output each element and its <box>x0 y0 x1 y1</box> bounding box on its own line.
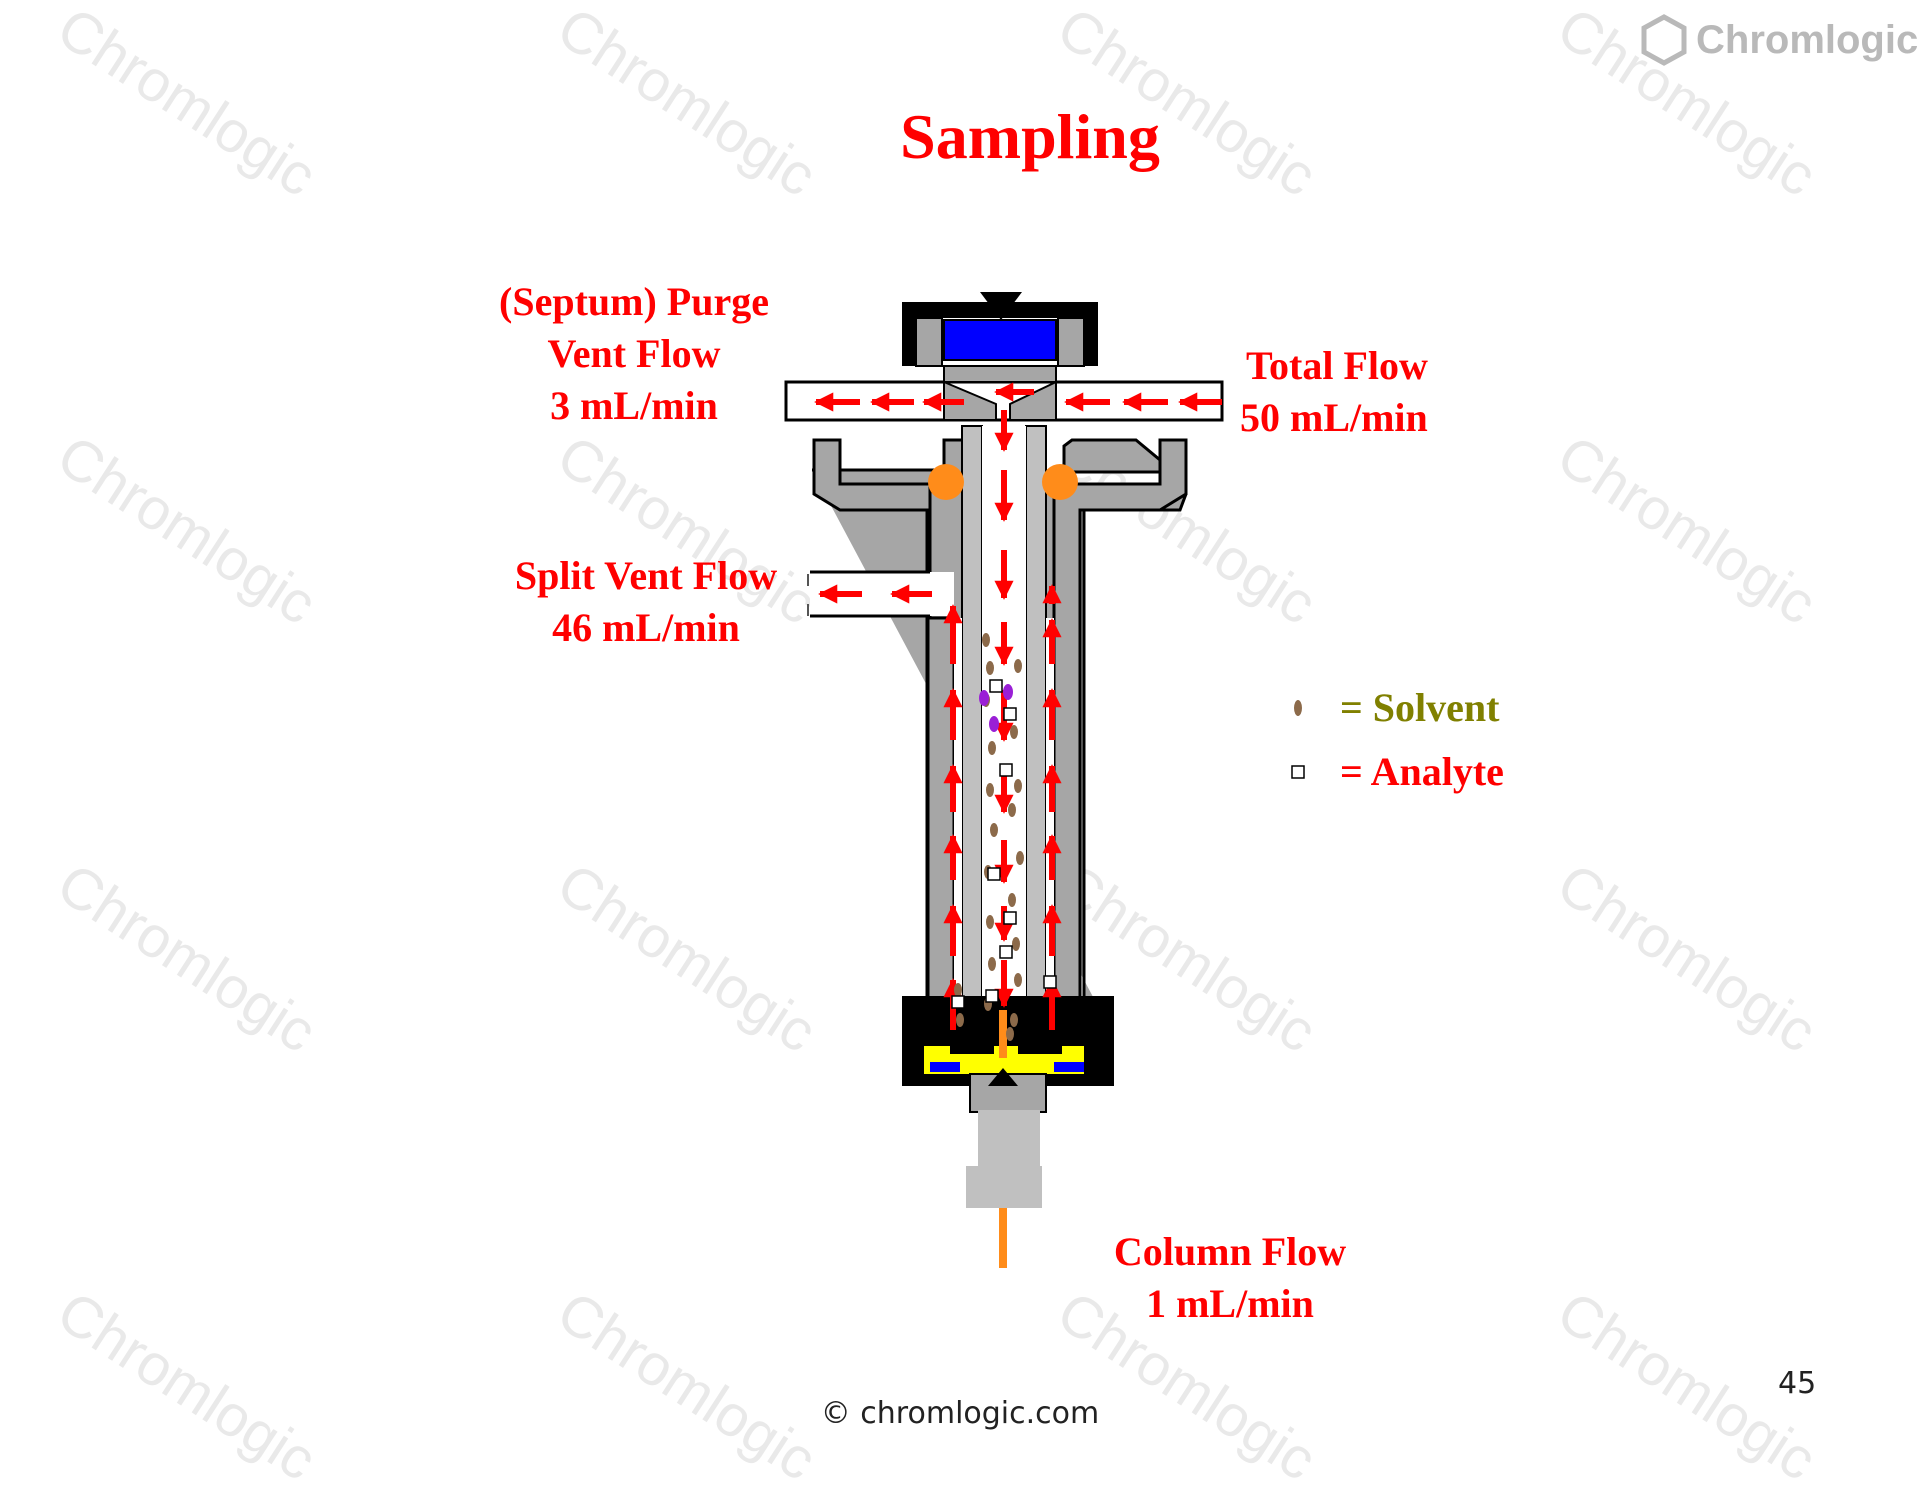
purge-label-line: (Septum) Purge <box>499 279 769 324</box>
legend-analyte: = Analyte <box>1290 748 1504 795</box>
liner-left <box>961 425 983 1039</box>
column-fitting <box>966 1166 1042 1208</box>
legend-solvent-text: = Solvent <box>1340 685 1500 730</box>
annulus-up-arrows <box>943 584 1062 1030</box>
total-label-line: 50 mL/min <box>1240 395 1428 440</box>
hexagon-icon <box>1641 14 1687 66</box>
legend-analyte-text: = Analyte <box>1340 749 1504 794</box>
needle-guide <box>980 292 1022 320</box>
solvent-droplet-icon <box>1294 699 1302 716</box>
purge-label-line: 3 mL/min <box>550 383 718 428</box>
page-number: 45 <box>1778 1366 1817 1401</box>
septum-nut <box>902 302 1098 366</box>
liner-right <box>1025 425 1047 1039</box>
column-label-line: Column Flow <box>1113 1229 1347 1274</box>
split-vent-label: Split Vent Flow 46 mL/min <box>496 550 796 654</box>
o-ring-right <box>1042 464 1078 500</box>
purge-label-line: Vent Flow <box>547 331 721 376</box>
total-label-line: Total Flow <box>1246 343 1428 388</box>
solvent-droplets-alt <box>979 684 1013 732</box>
logo-text: Chromlogic <box>1696 17 1919 62</box>
total-flow-arrows <box>994 382 1222 412</box>
purge-vent-label: (Septum) Purge Vent Flow 3 mL/min <box>484 276 784 432</box>
column-ferrule <box>978 1110 1040 1170</box>
footer-copyright: © chromlogic.com <box>820 1396 1100 1431</box>
total-flow-label: Total Flow 50 mL/min <box>1240 340 1428 444</box>
slide-title: Sampling <box>900 101 1160 172</box>
inlet-right-wall <box>1052 438 1188 1012</box>
column-flow-label: Column Flow 1 mL/min <box>1090 1226 1370 1330</box>
split-label-line: Split Vent Flow <box>514 553 778 598</box>
septum <box>943 319 1057 361</box>
chromlogic-logo: Chromlogic <box>1640 14 1918 66</box>
analyte-particles <box>951 679 1057 1009</box>
legend-solvent: = Solvent <box>1290 684 1499 731</box>
injector-diagram <box>784 292 1224 1268</box>
o-ring-left <box>928 464 964 500</box>
analyte-square-icon <box>1291 764 1305 779</box>
column-label-line: 1 mL/min <box>1146 1281 1314 1326</box>
split-label-line: 46 mL/min <box>552 605 740 650</box>
